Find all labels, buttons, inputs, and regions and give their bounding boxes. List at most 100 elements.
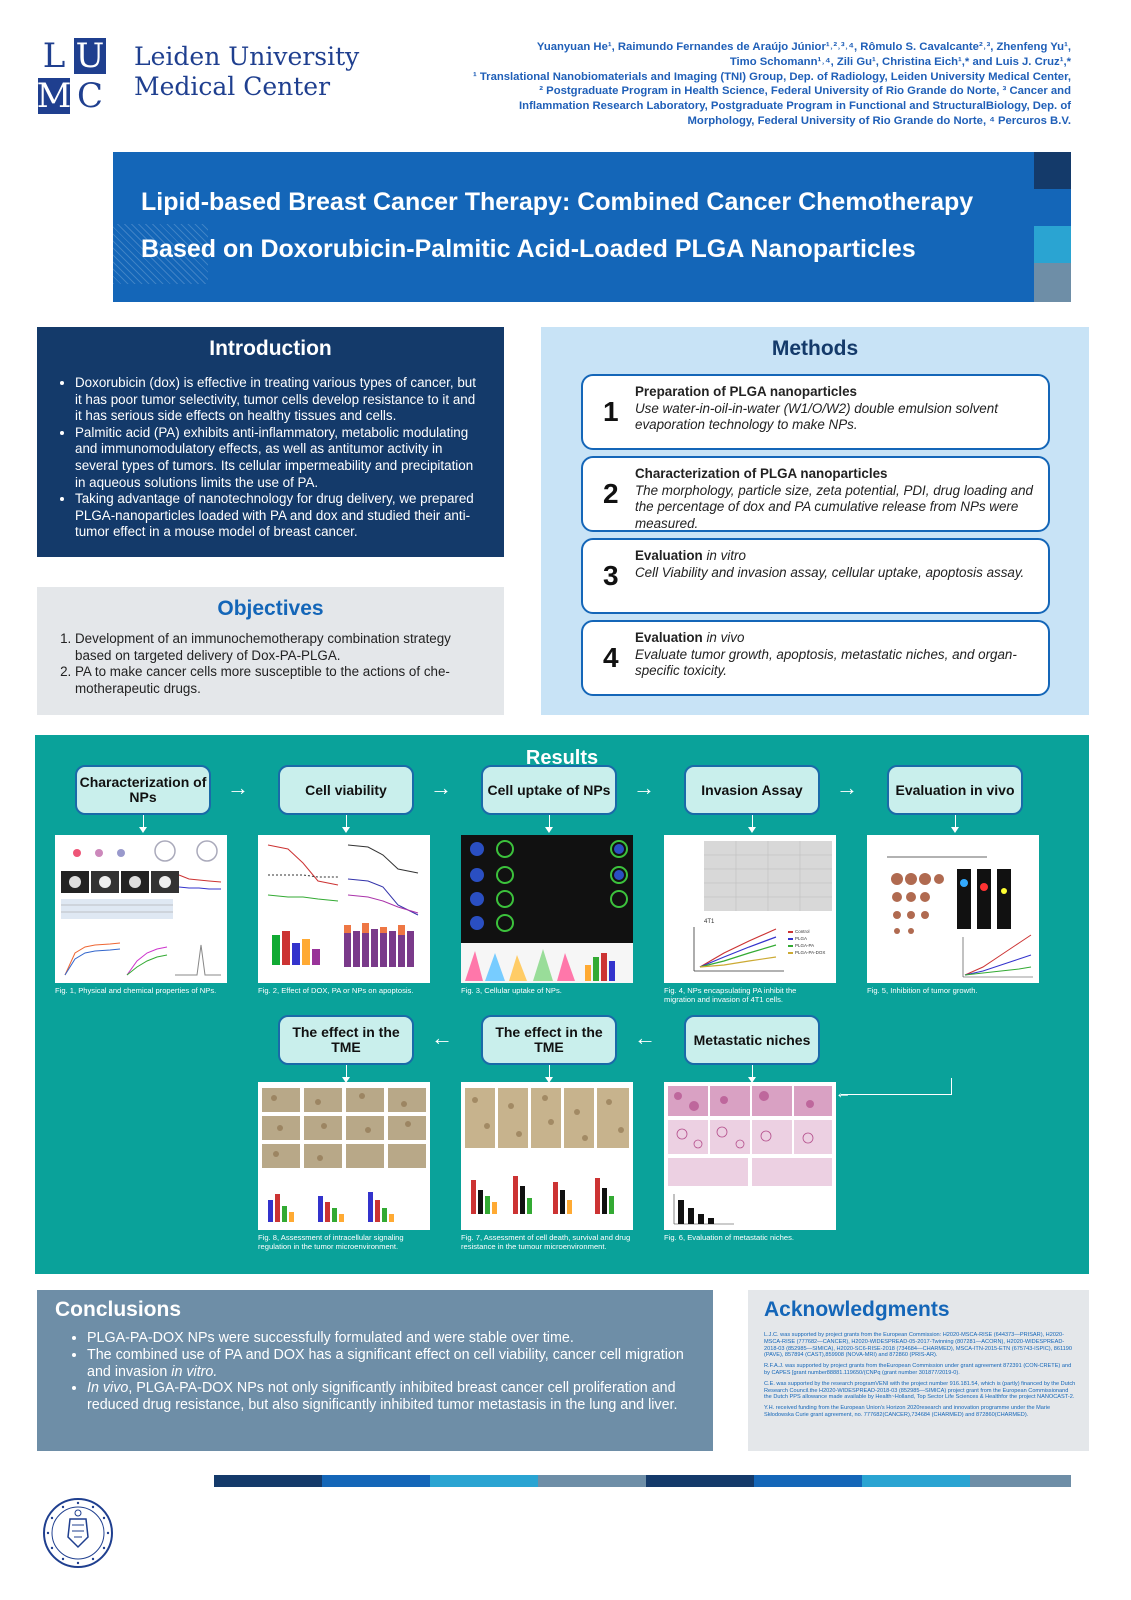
figure-1-thumbnail [55,835,227,983]
list-item: Development of an immunochemotherapy com… [75,631,484,664]
objectives-box: Objectives Development of an immunochemo… [37,587,504,715]
conclusions-box: Conclusions PLGA-PA-DOX NPs were success… [37,1290,713,1451]
figure-7-thumbnail [461,1082,633,1230]
list-item: The combined use of PA and DOX has a sig… [87,1347,693,1381]
step-number: 4 [603,642,619,673]
figure-4-thumbnail: 4T1 Control PLGA PLGA-PA PLGA-PA-DOX [664,835,836,983]
acknowledgments-body: L.J.C. was supported by project grants f… [764,1332,1076,1423]
authors-line-1: Yuanyuan He¹, Raimundo Fernandes de Araú… [536,41,1071,53]
arrow-right-icon: → [836,775,858,800]
footer-bar-segment [538,1475,646,1487]
svg-text:PLGA-PA: PLGA-PA [795,943,814,948]
arrow-right-icon: → [227,775,249,800]
poster-title: Lipid-based Breast Cancer Therapy: Combi… [141,179,973,273]
logo-letter-l: L [42,36,66,76]
step-number: 3 [603,560,619,591]
arrow-right-icon: → [430,775,452,800]
university-seal-icon [42,1497,114,1569]
arrow-left-icon: ← [634,1025,656,1050]
figure-5-thumbnail [867,835,1039,983]
decorative-hatch [113,224,208,284]
list-item: PLGA-PA-DOX NPs were successfully formul… [87,1330,693,1347]
step-number: 2 [603,478,619,509]
arrow-down-icon [545,1065,553,1083]
results-panel: Results Characterization of NPs → Cell v… [35,735,1089,1274]
ack-paragraph: C.E. was supported by the research progr… [764,1380,1076,1401]
arrow-down-icon [545,815,553,833]
logo-letter-m: M [36,76,72,116]
list-item: PA to make cancer cells more susceptible… [75,664,484,697]
authors-line-2: Timo Schomann¹˒⁴, Zili Gu¹, Christina Ei… [729,55,1071,68]
svg-text:4T1: 4T1 [704,919,715,925]
step-description: The morphology, particle size, zeta pote… [635,482,1033,531]
decor-square [1034,263,1071,302]
method-step-4: 4 Evaluation in vivo Evaluate tumor grow… [581,620,1050,696]
introduction-box: Introduction Doxorubicin (dox) is effect… [37,327,504,557]
lumc-logo: L U M C [36,36,106,116]
figure-4-caption: Fig. 4, NPs encapsulating PA inhibit the… [664,986,797,1004]
title-line-2: Based on Doxorubicin-Palmitic Acid-Loade… [141,235,916,263]
svg-text:PLGA-PA-DOX: PLGA-PA-DOX [795,950,825,955]
footer-bar-segment [214,1475,322,1487]
footer-bar-segment [862,1475,970,1487]
footer-bar-segment [754,1475,862,1487]
step-title: Characterization of PLGA nanoparticles [635,466,888,481]
decor-square [1034,189,1071,226]
arrow-left-icon: ← [835,1085,851,1102]
arrow-down-icon [342,815,350,833]
acknowledgments-heading: Acknowledgments [764,1298,950,1321]
footer-bar-segment [430,1475,538,1487]
author-block: Yuanyuan He¹, Raimundo Fernandes de Araú… [471,40,1071,129]
figure-2-caption: Fig. 2, Effect of DOX, PA or NPs on apop… [258,986,414,995]
arrow-down-icon [951,815,959,833]
figure-8-caption: Fig. 8, Assessment of intracellular sign… [258,1233,404,1251]
methods-box: Methods 1 Preparation of PLGA nanopartic… [541,327,1089,715]
arrow-left-icon: ← [431,1025,453,1050]
ack-paragraph: R.F.A.J. was supported by project grants… [764,1363,1072,1376]
affiliations: ¹ Translational Nanobiomaterials and Ima… [473,70,1071,127]
objectives-heading: Objectives [217,597,324,620]
svg-text:PLGA: PLGA [795,936,807,941]
result-box-evaluation-in-vivo: Evaluation in vivo [887,765,1023,815]
figure-7-caption: Fig. 7, Assessment of cell death, surviv… [461,1233,631,1251]
figure-3-caption: Fig. 3, Cellular uptake of NPs. [461,986,562,995]
footer-bar-segment [322,1475,430,1487]
result-box-metastatic-niches: Metastatic niches [684,1015,820,1065]
ack-paragraph: L.J.C. was supported by project grants f… [764,1332,1072,1359]
step-description: Cell Viability and invasion assay, cellu… [635,564,1025,580]
method-step-2: 2 Characterization of PLGA nanoparticles… [581,456,1050,532]
title-band: Lipid-based Breast Cancer Therapy: Combi… [113,152,1071,302]
logo-letter-c: C [76,76,103,116]
step-title: Evaluation in vivo [635,630,745,645]
footer-bar-segment [646,1475,754,1487]
figure-5-caption: Fig. 5, Inhibition of tumor growth. [867,986,978,995]
conclusions-heading: Conclusions [55,1298,182,1321]
result-box-cell-uptake: Cell uptake of NPs [481,765,617,815]
institution-line-2: Medical Center [134,72,331,101]
figure-1-caption: Fig. 1, Physical and chemical properties… [55,986,217,995]
conclusions-list: PLGA-PA-DOX NPs were successfully formul… [37,1330,713,1414]
decor-square [1034,226,1071,263]
title-line-1: Lipid-based Breast Cancer Therapy: Combi… [141,188,974,216]
figure-2-thumbnail [258,835,430,983]
introduction-heading: Introduction [209,337,332,360]
result-box-tme-signaling: The effect in the TME [278,1015,414,1065]
institution-line-1: Leiden University [134,42,360,71]
figure-6-thumbnail [664,1082,836,1230]
arrow-down-icon [748,815,756,833]
result-box-tme-cell-death: The effect in the TME [481,1015,617,1065]
list-item: Doxorubicin (dox) is effective in treati… [75,375,484,425]
figure-3-thumbnail [461,835,633,983]
decor-square [1034,152,1071,189]
step-title: Evaluation in vitro [635,548,746,563]
result-box-invasion-assay: Invasion Assay [684,765,820,815]
step-description: Use water-in-oil-in-water (W1/O/W2) doub… [635,400,998,433]
arrow-right-icon: → [633,775,655,800]
result-box-cell-viability: Cell viability [278,765,414,815]
introduction-list: Doxorubicin (dox) is effective in treati… [37,375,504,541]
figure-6-caption: Fig. 6, Evaluation of metastatic niches. [664,1233,795,1242]
objectives-list: Development of an immunochemotherapy com… [37,631,504,697]
list-item: Palmitic acid (PA) exhibits anti-inflamm… [75,425,484,491]
method-step-1: 1 Preparation of PLGA nanoparticles Use … [581,374,1050,450]
results-heading: Results [525,747,599,769]
